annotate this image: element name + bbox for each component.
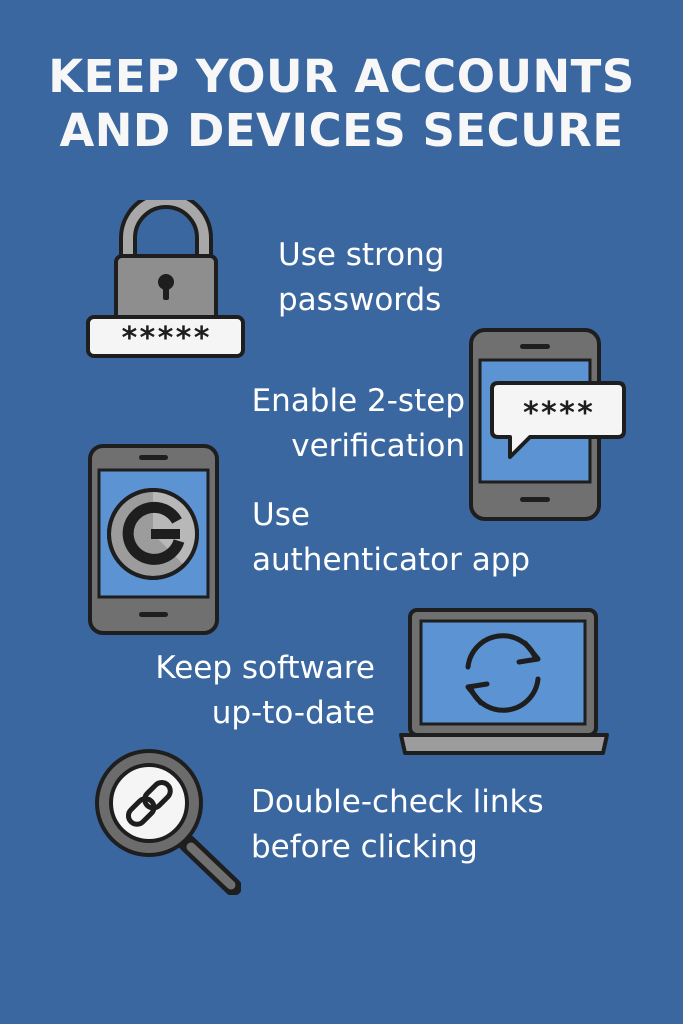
tip-strong-passwords: Use strong passwords — [278, 233, 444, 323]
title-line-2: AND DEVICES SECURE — [59, 104, 624, 157]
tip-1-line-1: Use strong — [278, 237, 445, 273]
padlock-icon: ***** — [86, 200, 245, 358]
tip-5-line-1: Double-check links — [251, 784, 544, 820]
poster-title: KEEP YOUR ACCOUNTS AND DEVICES SECURE — [0, 50, 683, 158]
tip-2-line-1: Enable 2-step — [251, 383, 465, 419]
title-line-1: KEEP YOUR ACCOUNTS — [48, 50, 635, 103]
tip-3-line-1: Use — [252, 497, 310, 533]
tip-two-step: Enable 2-step verification — [252, 379, 465, 469]
tip-software-update: Keep software up-to-date — [155, 646, 375, 736]
authenticator-phone-icon — [88, 444, 219, 635]
tip-1-line-2: passwords — [278, 282, 442, 318]
password-mask-text: ***** — [120, 321, 210, 356]
tip-5-line-2: before clicking — [251, 829, 478, 865]
tip-check-links: Double-check links before clicking — [251, 780, 544, 870]
tip-4-line-2: up-to-date — [211, 695, 375, 731]
phone-message-icon: **** — [469, 328, 626, 521]
laptop-update-icon — [399, 608, 609, 755]
tip-2-line-2: verification — [291, 428, 465, 464]
tip-3-line-2: authenticator app — [252, 542, 531, 578]
tip-authenticator: Use authenticator app — [252, 493, 530, 583]
tip-4-line-1: Keep software — [155, 650, 375, 686]
message-mask-text: **** — [522, 396, 594, 431]
magnifier-link-icon — [95, 749, 241, 895]
